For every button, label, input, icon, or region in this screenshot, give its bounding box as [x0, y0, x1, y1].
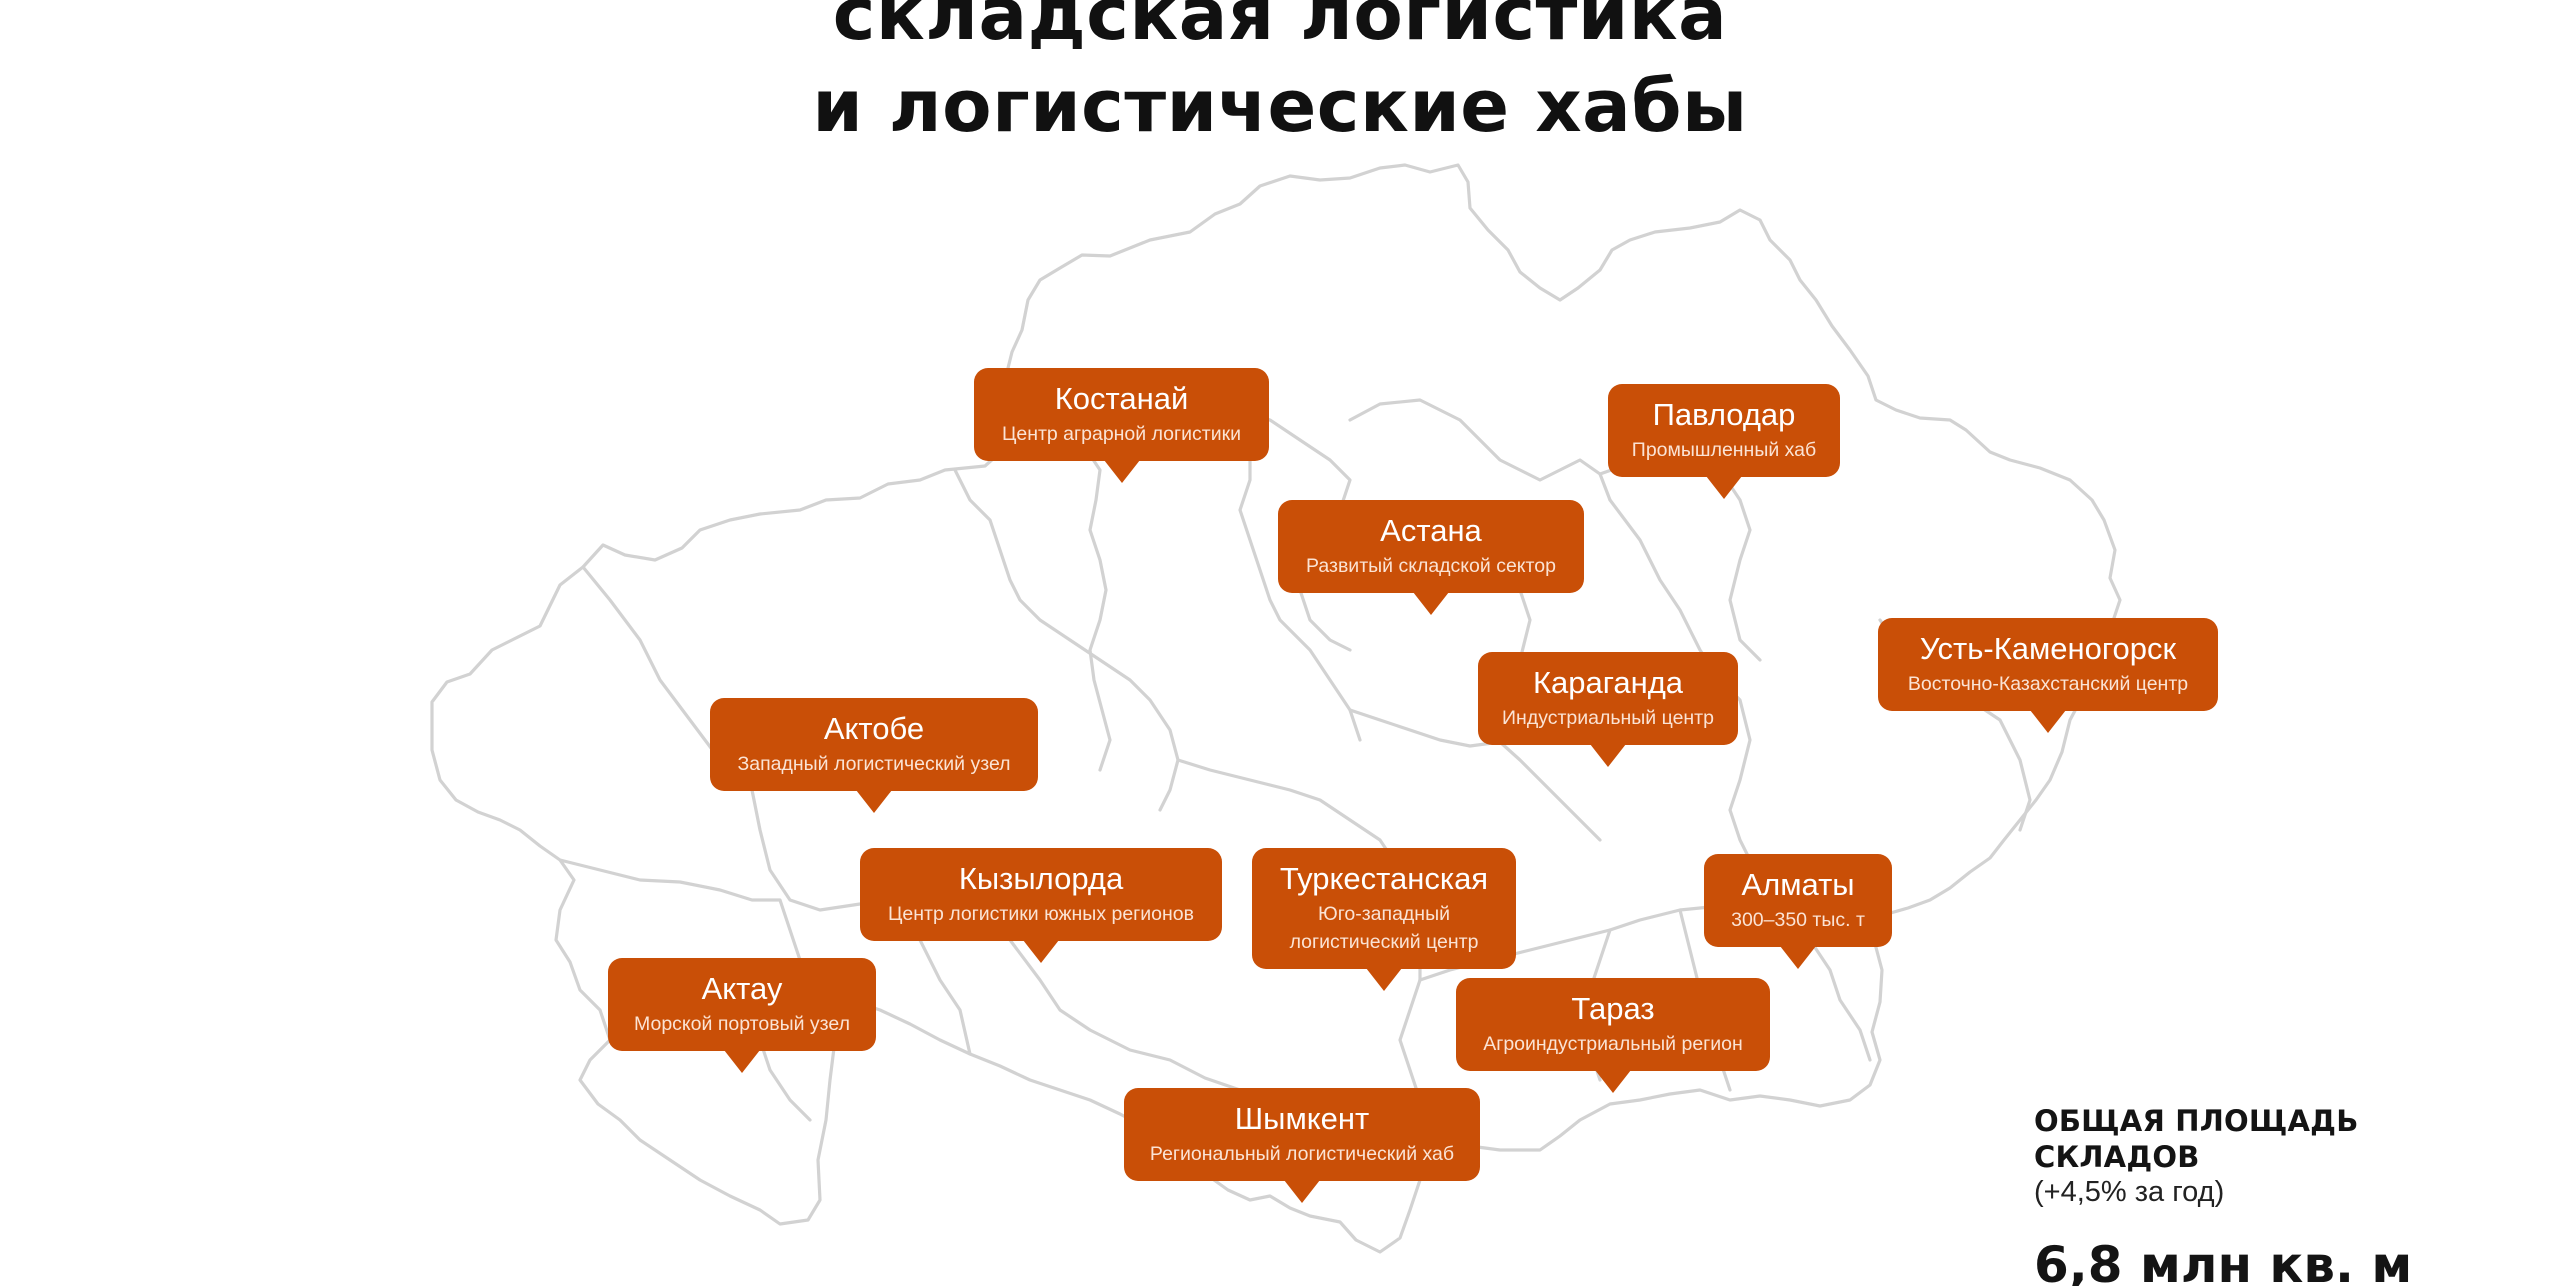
hub-city: Алматы	[1741, 867, 1855, 902]
region-border	[558, 858, 812, 1122]
hub-marker-turkestan[interactable]: Туркестанская Юго-западный логистический…	[1252, 848, 1516, 991]
hub-description: Морской портовый узел	[634, 1013, 850, 1035]
country-outline	[430, 163, 2122, 1254]
title-line-2: и логистические хабы	[812, 64, 1748, 148]
stat-value: 6,8 млн кв. м	[2034, 1236, 2413, 1286]
hub-city: Караганда	[1532, 665, 1684, 700]
hub-description: Центр аграрной логистики	[1001, 423, 1242, 445]
hub-description: Восточно-Казахстанский центр	[1907, 673, 2189, 695]
hub-city: Павлодар	[1652, 397, 1796, 432]
hub-description-line-2: логистический центр	[1289, 931, 1479, 953]
page-title: складская логистика и логистические хабы	[0, 0, 2560, 152]
title-line-1: складская логистика	[832, 0, 1728, 56]
hub-city: Тараз	[1571, 991, 1655, 1026]
hub-city: Туркестанская	[1279, 861, 1489, 896]
hub-description: Промышленный хаб	[1631, 439, 1817, 461]
hub-marker-kostanay[interactable]: Костанай Центр аграрной логистики	[974, 368, 1269, 483]
hub-marker-shymkent[interactable]: Шымкент Региональный логистический хаб	[1124, 1088, 1480, 1203]
stat-label: ОБЩАЯ ПЛОЩАДЬ СКЛАДОВ	[2034, 1104, 2359, 1174]
hub-city: Шымкент	[1234, 1101, 1370, 1136]
hub-marker-ust-kamenogorsk[interactable]: Усть-Каменогорск Восточно-Казахстанский …	[1878, 618, 2218, 733]
hub-description-line-1: Юго-западный	[1318, 903, 1450, 925]
hub-marker-almaty[interactable]: Алматы 300–350 тыс. т	[1704, 854, 1892, 969]
hub-marker-pavlodar[interactable]: Павлодар Промышленный хаб	[1608, 384, 1840, 499]
hub-city: Усть-Каменогорск	[1919, 631, 2177, 666]
hub-description: Западный логистический узел	[737, 753, 1011, 775]
hub-description: Центр логистики южных регионов	[887, 903, 1194, 925]
hub-description: Развитый складской сектор	[1306, 555, 1556, 577]
warehouse-area-stat: ОБЩАЯ ПЛОЩАДЬ СКЛАДОВ (+4,5% за год) 6,8…	[2034, 1103, 2534, 1286]
stat-growth: (+4,5% за год)	[2034, 1176, 2225, 1208]
hub-description: Агроиндустриальный регион	[1483, 1033, 1743, 1055]
hub-marker-astana[interactable]: Астана Развитый складской сектор	[1278, 500, 1584, 615]
region-border	[1348, 398, 1612, 502]
hub-marker-karaganda[interactable]: Караганда Индустриальный центр	[1478, 652, 1738, 767]
region-border	[1238, 408, 1362, 742]
hub-description: 300–350 тыс. т	[1731, 909, 1865, 931]
hub-marker-taraz[interactable]: Тараз Агроиндустриальный регион	[1456, 978, 1770, 1093]
region-border	[953, 468, 1180, 812]
hub-marker-kyzylorda[interactable]: Кызылорда Центр логистики южных регионов	[860, 848, 1222, 963]
hub-marker-aktobe[interactable]: Актобе Западный логистический узел	[710, 698, 1038, 813]
hub-city: Астана	[1380, 513, 1482, 548]
hub-description: Региональный логистический хаб	[1149, 1143, 1455, 1165]
hub-description: Индустриальный центр	[1502, 707, 1714, 729]
hub-city: Актобе	[823, 711, 925, 746]
hub-city: Костанай	[1054, 381, 1189, 416]
hub-marker-aktau[interactable]: Актау Морской портовый узел	[608, 958, 876, 1073]
hub-city: Актау	[701, 971, 783, 1006]
hub-city: Кызылорда	[958, 861, 1124, 896]
